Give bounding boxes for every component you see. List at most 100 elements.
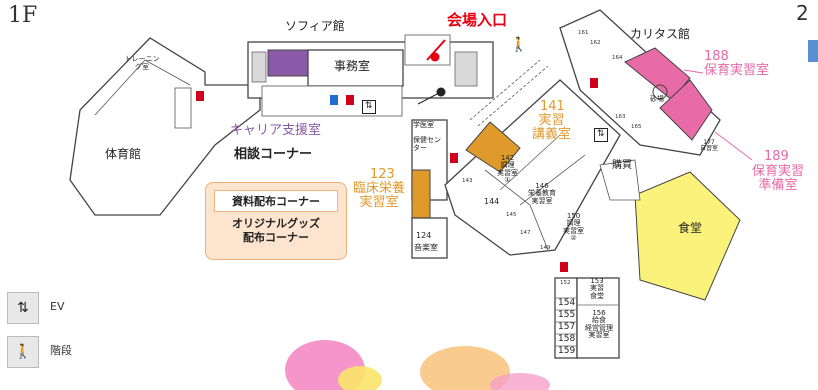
room-158-label: 158 [558, 334, 576, 344]
nutrition-edu-label: 146 栄養教育 実習室 [528, 182, 556, 205]
childcare-prep-number: 189 [764, 149, 789, 164]
room-165-label: 165 [631, 124, 642, 130]
next-floor-hint: 2 [796, 1, 809, 25]
restroom-icon [330, 95, 338, 105]
clinical-nutrition-room [411, 169, 431, 219]
practice-lecture-name: 実習 講義室 [532, 113, 572, 143]
flower-decoration [285, 340, 550, 390]
clinical-nutrition-name: 臨床栄養 実習室 [353, 181, 406, 211]
room-154-label: 154 [558, 298, 576, 308]
dashed-walkway-2 [477, 65, 549, 127]
cafeteria-room [634, 171, 741, 301]
stairs-icon: 🚶 [510, 37, 528, 53]
room-159-label: 159 [558, 346, 576, 356]
elevator-icon: ⇅ [362, 100, 376, 114]
room-name: 自習室 [700, 145, 719, 153]
gym-outline [69, 37, 261, 216]
cooking1-label: 142 調理 実習室 ① [497, 154, 518, 185]
room-155-label: 155 [558, 310, 576, 320]
next-floor-tab[interactable] [808, 40, 818, 62]
pointer-189 [714, 131, 753, 161]
room-177-label: 177 自習室 [700, 139, 719, 153]
room-name: 実習 食堂 [590, 284, 604, 300]
room-number: 123 [370, 167, 395, 182]
room-144-label: 144 [484, 197, 500, 206]
room-149-label: 149 [540, 245, 551, 251]
legend-ev-label: EV [50, 300, 65, 313]
dashed-walkway-1 [469, 59, 541, 121]
room-number: 150 [566, 212, 581, 220]
restroom-icon [346, 95, 354, 105]
sandbox-mark [652, 84, 668, 100]
sophia-stairs [251, 51, 267, 83]
room-number: 156 [592, 309, 606, 317]
stairs-icon: 🚶 [14, 344, 32, 360]
music-number: 124 [416, 231, 432, 240]
room-145-label: 145 [506, 212, 517, 218]
gym-label: 体育館 [105, 147, 142, 161]
entrance-label: 会場入口 [447, 11, 508, 29]
room-156-label: 156 給食 経営管理 実習室 [585, 309, 613, 339]
room-name: 調理 実習室 ① [497, 161, 518, 185]
clinical-nutrition-label: 123 [370, 167, 395, 182]
caritas-label: カリタス館 [630, 27, 691, 41]
purple-room [267, 49, 309, 77]
consultation-pointer [417, 91, 442, 105]
training-room-label: トレーニング室 [124, 55, 160, 71]
cafeteria-label: 食堂 [678, 221, 703, 235]
restroom-icon [450, 153, 458, 163]
room-143-label: 143 [462, 178, 473, 184]
cooking2-label: 150 調理 実習室 ② [563, 212, 584, 243]
room-147-label: 147 [520, 230, 531, 236]
goods-corner-label: オリジナルグッズ 配布コーナー [232, 217, 320, 245]
room-164-label: 164 [612, 55, 623, 61]
consultation-label: 相談コーナー [234, 147, 313, 162]
room-153-label: 153 実習 食堂 [590, 277, 604, 300]
entrance-hall [404, 34, 451, 66]
practice-lecture-room [465, 121, 521, 173]
restroom-icon [196, 91, 204, 101]
room-157-label: 157 [558, 322, 576, 332]
room-name: 調理 実習室 ② [563, 219, 584, 243]
entrance-pointer [426, 39, 446, 61]
room-162-label: 162 [590, 40, 601, 46]
room-name: 栄養教育 実習室 [528, 189, 556, 205]
shop-room [599, 159, 641, 201]
room-163-label: 163 [615, 114, 626, 120]
gym-side-rooms [174, 87, 192, 129]
sophia-east-stairs [454, 51, 478, 87]
room-number: 177 [703, 139, 715, 146]
floor-label: 1F [8, 3, 38, 28]
office-room [307, 49, 404, 87]
wing-divider-1 [499, 134, 561, 191]
gym-inner-line [94, 59, 191, 116]
room-number: 142 [500, 154, 515, 162]
childcare-prep-room [659, 79, 713, 141]
pointer-188 [683, 69, 704, 74]
music-name: 音楽室 [414, 243, 438, 252]
shop-label: 購買 [612, 160, 632, 171]
practice-lecture-number: 141 [540, 99, 565, 114]
clinic-label: 学医室 [413, 121, 434, 129]
south-kitchen-rooms [576, 277, 620, 359]
health-center-label: 保健センター [413, 136, 441, 152]
legend-stairs-label: 階段 [50, 344, 72, 357]
room-152-label: 152 [560, 280, 571, 286]
room-number: 146 [535, 182, 549, 190]
childcare-practice-name: 保育実習室 [704, 63, 770, 78]
legend-stairs-icon-box: 🚶 [7, 336, 39, 368]
materials-corner-label: 資料配布コーナー [214, 190, 338, 212]
office-label: 事務室 [334, 59, 371, 73]
room-161-label: 161 [578, 30, 589, 36]
room-number: 153 [590, 277, 604, 285]
diagonal-wing [444, 79, 621, 256]
elevator-icon: ⇅ [594, 128, 608, 142]
legend-ev-icon-box: ⇅ [7, 292, 39, 324]
wing-inner-line [484, 169, 549, 251]
childcare-practice-room [624, 47, 691, 101]
music-room [411, 217, 448, 259]
restroom-icon [560, 262, 568, 272]
elevator-icon: ⇅ [17, 300, 29, 316]
